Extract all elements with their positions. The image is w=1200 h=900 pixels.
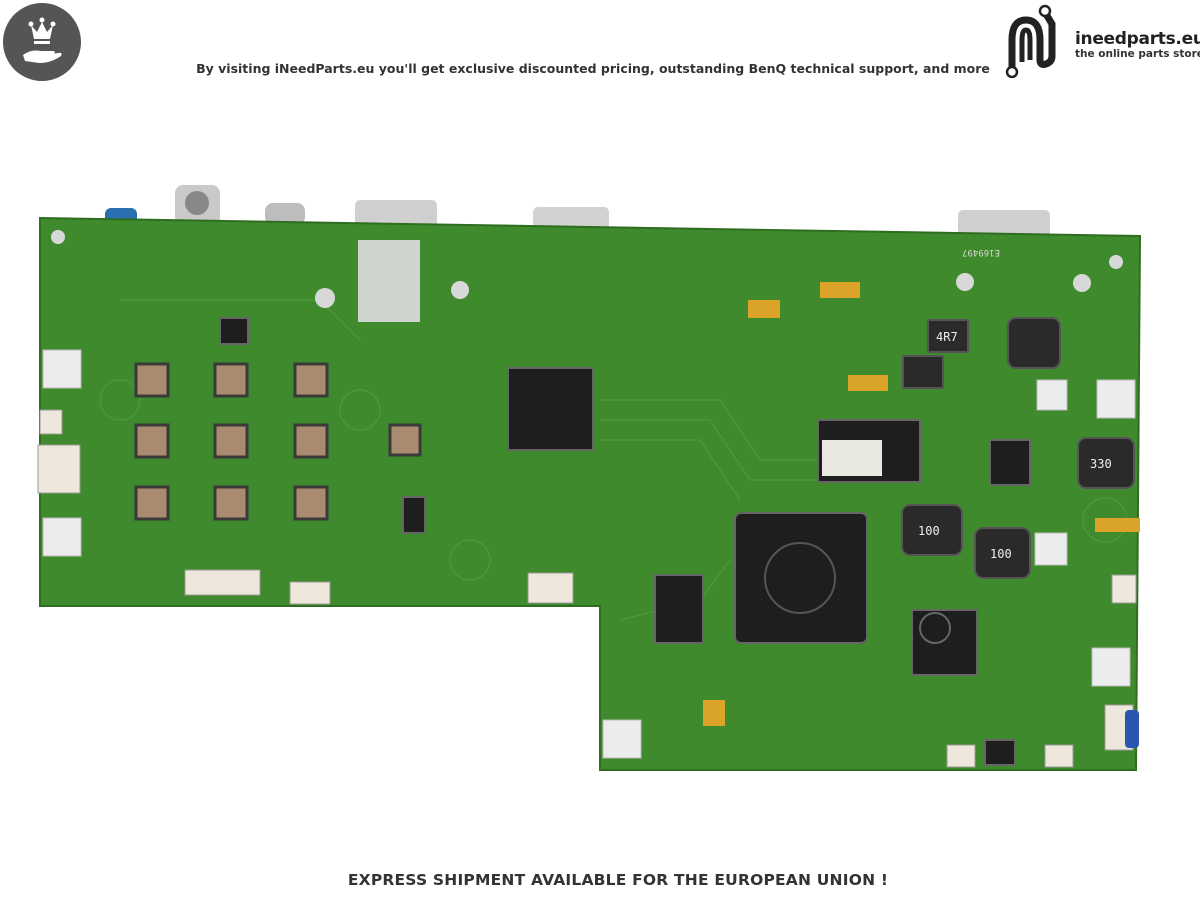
circuit-n-logo-icon [1005, 4, 1056, 78]
logo-name: ineedparts.eu [1075, 29, 1200, 49]
crown-on-hand-icon [3, 3, 81, 81]
marking-100a: 100 [918, 524, 940, 538]
ineedparts-logo[interactable]: ineedparts.eu the online parts store [1002, 2, 1200, 78]
tactile-buttons [134, 362, 422, 521]
shipping-banner: EXPRESS SHIPMENT AVAILABLE FOR THE EUROP… [347, 871, 889, 889]
marking-330: 330 [1090, 457, 1112, 471]
marking-4r7: 4R7 [936, 330, 958, 344]
promo-tagline: By visiting iNeedParts.eu you'll get exc… [196, 61, 990, 76]
pcb-board [39, 216, 1142, 771]
product-photo-pcb: 4R7 330 100 100 E169497 [37, 185, 1142, 771]
logo-subtitle: the online parts store [1075, 48, 1200, 60]
marking-100b: 100 [990, 547, 1012, 561]
marking-ul: E169497 [962, 247, 1000, 257]
